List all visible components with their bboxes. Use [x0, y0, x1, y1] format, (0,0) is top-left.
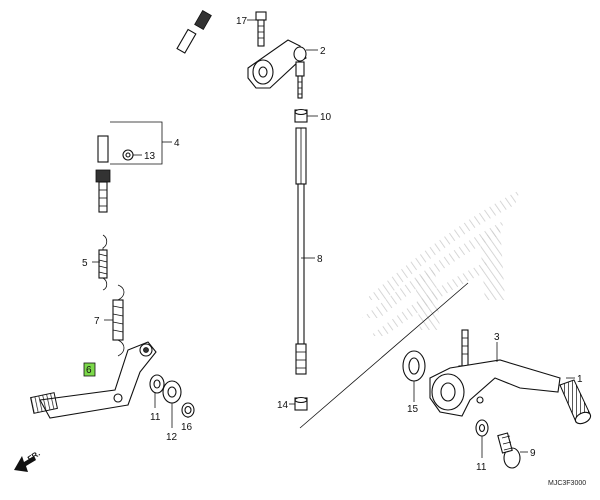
label-9: 9 — [530, 448, 536, 459]
nut-part-14 — [294, 396, 308, 411]
guide-line — [299, 282, 469, 429]
label-2: 2 — [320, 46, 326, 57]
label-14: 14 — [277, 400, 289, 411]
label-8: 8 — [317, 254, 323, 265]
shift-arm-part-2 — [247, 39, 307, 99]
label-6: 6 — [86, 365, 92, 376]
bolt-part-17 — [255, 11, 267, 47]
pedal-part-3 — [429, 359, 561, 417]
label-10: 10 — [320, 112, 332, 123]
shift-pedal-part-6 — [30, 341, 157, 419]
label-4: 4 — [174, 138, 180, 149]
nut-part-10 — [294, 108, 308, 123]
label-5: 5 — [82, 258, 88, 269]
spring-part-5 — [98, 234, 108, 291]
label-3: 3 — [494, 332, 500, 343]
diagram-code: MJC3F3000 — [548, 480, 586, 487]
washer-part-11-left — [149, 374, 165, 394]
leader-lines — [92, 19, 575, 458]
pivot-bolt-part-9 — [497, 432, 521, 469]
label-16: 16 — [181, 422, 193, 433]
label-1: 1 — [577, 374, 583, 385]
label-7: 7 — [94, 316, 100, 327]
clip-part-13 — [122, 149, 134, 161]
label-11-right: 11 — [476, 462, 487, 473]
highlight-box-part-6 — [83, 362, 96, 377]
label-13: 13 — [144, 151, 156, 162]
tie-rod-part-8 — [295, 127, 307, 375]
spring-part-7 — [112, 284, 125, 357]
label-11-left: 11 — [150, 412, 161, 423]
label-15: 15 — [407, 404, 419, 415]
label-12: 12 — [166, 432, 178, 443]
shift-cable-part-4 — [95, 10, 212, 213]
circlip-part-16 — [181, 402, 195, 418]
washer-part-11-right — [475, 419, 489, 437]
washer-part-12 — [162, 380, 182, 404]
label-17: 17 — [236, 16, 248, 27]
front-arrow-icon — [14, 456, 36, 472]
honda-wing-watermark-icon — [362, 190, 520, 336]
washer-part-15 — [402, 350, 426, 382]
rubber-grip-part-1 — [559, 379, 592, 425]
